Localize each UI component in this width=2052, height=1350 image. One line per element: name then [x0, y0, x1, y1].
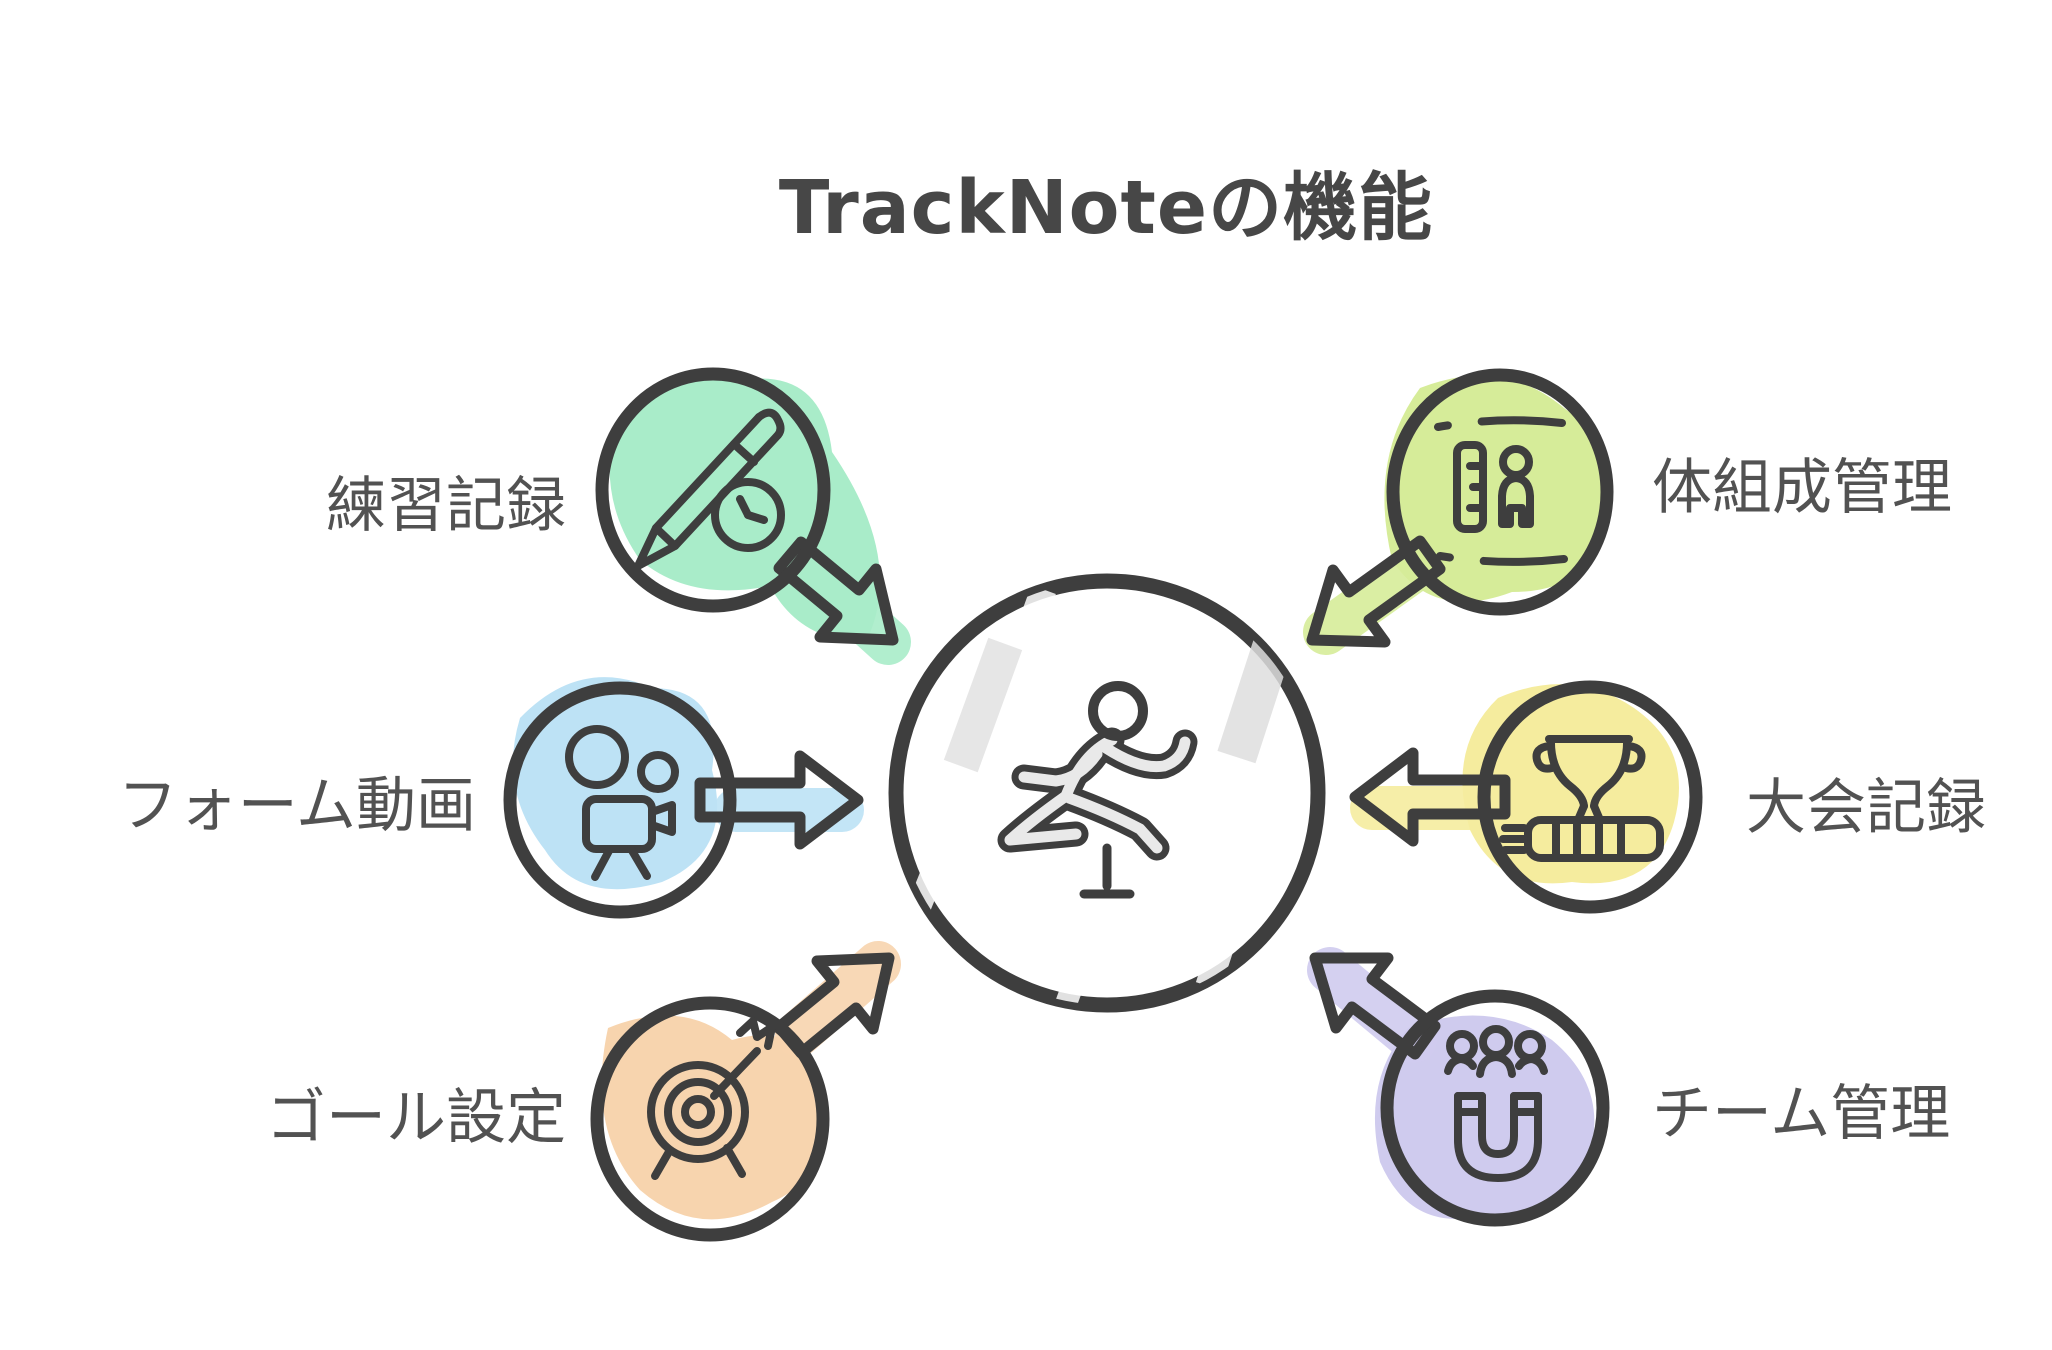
target-icon — [647, 1017, 776, 1180]
label-practice-log: 練習記録 — [326, 472, 566, 539]
watercolor-texture — [897, 585, 1293, 1005]
feature-circle — [503, 681, 737, 919]
label-competition-log: 大会記録 — [1746, 774, 1986, 841]
arrow-halo — [783, 545, 911, 665]
label-goal-setting: ゴール設定 — [266, 1084, 566, 1151]
arrow-to-center — [694, 750, 864, 850]
feature-circle — [595, 367, 831, 613]
center-ring — [888, 573, 1326, 1013]
label-team-management: チーム管理 — [1652, 1080, 1951, 1147]
hurdle — [1079, 843, 1135, 899]
label-body-composition: 体組成管理 — [1652, 454, 1952, 521]
people-magnet-icon — [1444, 1025, 1548, 1182]
feature-form-video — [503, 677, 864, 919]
feature-team-management — [1307, 947, 1610, 1227]
pencil-clock-icon — [634, 408, 785, 570]
arrow-halo — [1303, 539, 1447, 655]
hurdler-icon — [997, 681, 1198, 899]
arrow-halo — [1307, 947, 1437, 1063]
watercolor-splotch — [1384, 375, 1609, 602]
feature-body-composition — [1303, 368, 1614, 655]
arrow-to-center — [773, 952, 895, 1059]
label-form-video: フォーム動画 — [117, 772, 476, 839]
feature-circle — [590, 996, 830, 1242]
feature-competition-log — [1349, 680, 1703, 914]
video-camera-icon — [565, 725, 679, 881]
feature-practice-log — [595, 367, 911, 665]
feature-goal-setting — [590, 941, 901, 1242]
feature-circle — [1477, 680, 1703, 914]
center-circle — [888, 573, 1326, 1013]
arrow-halo — [775, 941, 901, 1057]
feature-circle — [1386, 368, 1614, 616]
ruler-person-icon — [1434, 416, 1568, 566]
feature-circle — [1380, 989, 1610, 1227]
diagram-title: TrackNoteの機能 — [778, 165, 1434, 251]
trophy-icon — [1499, 735, 1664, 862]
